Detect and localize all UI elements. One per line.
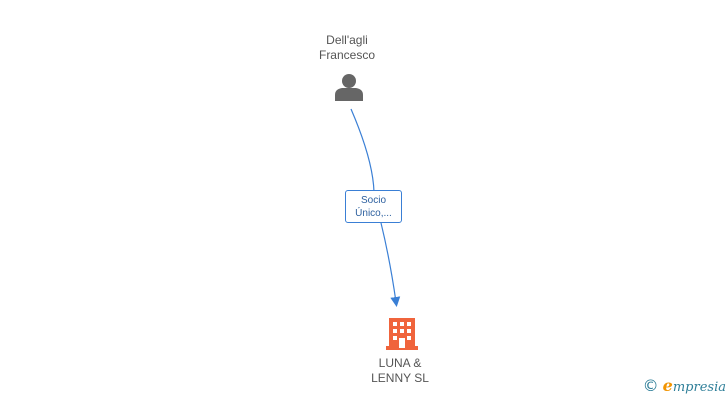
brand-initial: e bbox=[662, 376, 673, 395]
company-name-line1: LUNA & bbox=[378, 356, 422, 370]
building-icon[interactable] bbox=[386, 316, 418, 350]
relationship-label[interactable]: Socio Único,... bbox=[345, 190, 402, 223]
company-name-line2: LENNY SL bbox=[371, 371, 429, 385]
person-icon[interactable] bbox=[334, 73, 364, 101]
brand-logo: empresia bbox=[663, 376, 726, 395]
copyright-icon: © bbox=[642, 376, 659, 395]
company-node-label[interactable]: LUNA & LENNY SL bbox=[350, 356, 450, 386]
brand-name: mpresia bbox=[672, 380, 726, 395]
person-name-line2: Francesco bbox=[318, 48, 376, 62]
person-node-label[interactable]: Dell'agli Francesco bbox=[297, 33, 397, 63]
empresia-watermark: © empresia bbox=[643, 376, 726, 395]
relationship-label-line2: Único,... bbox=[355, 208, 392, 219]
relationship-label-line1: Socio bbox=[360, 195, 386, 206]
person-name-line1: Dell'agli bbox=[326, 33, 368, 47]
